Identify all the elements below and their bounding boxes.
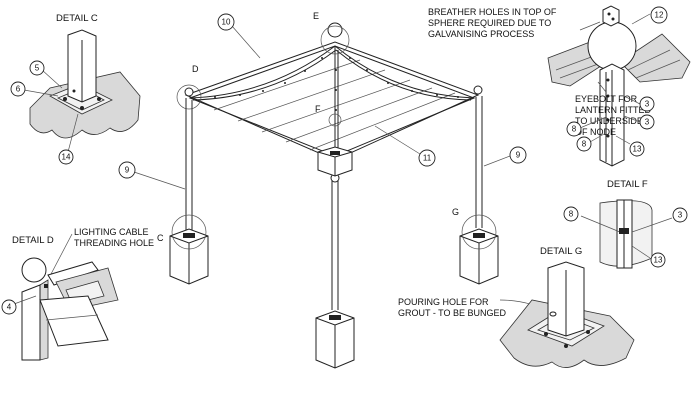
callout-8-lower: 8 xyxy=(582,140,587,149)
detail-d: DETAIL D LIGHTING CABLE THREADING HOLE 4 xyxy=(1,227,154,361)
callout-5: 5 xyxy=(35,64,40,73)
callout-3-upper: 3 xyxy=(645,100,650,109)
detail-d-title: DETAIL D xyxy=(12,235,54,246)
callout-12: 12 xyxy=(655,11,664,20)
callout-13-detail-f: 13 xyxy=(654,256,663,265)
eyebolt-note-line4: OF NODE xyxy=(575,127,616,137)
label-c: C xyxy=(157,233,164,243)
base-left xyxy=(169,214,209,285)
base-back xyxy=(317,146,353,177)
detail-g: DETAIL G POURING HOLE FOR GROUT - TO BE … xyxy=(398,246,635,368)
callout-9-left: 9 xyxy=(125,166,130,175)
detail-e-circle xyxy=(320,25,350,55)
rafter-left xyxy=(189,45,336,99)
callout-8-detail-f: 8 xyxy=(569,210,574,219)
label-f: F xyxy=(315,104,321,114)
detail-e: BREATHER HOLES IN TOP OF SPHERE REQUIRED… xyxy=(428,5,691,167)
base-front xyxy=(315,310,355,369)
label-d: D xyxy=(192,64,199,74)
pouring-note-line1: POURING HOLE FOR xyxy=(398,297,489,307)
base-right xyxy=(459,214,499,285)
breather-note-line2: SPHERE REQUIRED DUE TO xyxy=(428,18,551,28)
callout-10: 10 xyxy=(222,18,231,27)
detail-c-circle xyxy=(171,214,207,250)
callout-9-right: 9 xyxy=(516,151,521,160)
callout-3-lower: 3 xyxy=(645,118,650,127)
callout-4: 4 xyxy=(7,303,12,312)
callout-3-detail-f: 3 xyxy=(678,211,683,220)
callout-14: 14 xyxy=(62,153,71,162)
detail-c: DETAIL C 5 6 14 xyxy=(10,13,141,165)
detail-d-circle xyxy=(176,84,202,110)
detail-f-circle xyxy=(328,113,342,127)
eyebolt-note-line1: EYEBOLT FOR xyxy=(575,94,638,104)
breather-note-line3: GALVANISING PROCESS xyxy=(428,29,534,39)
callout-11: 11 xyxy=(423,154,432,163)
detail-d-sphere xyxy=(21,257,47,283)
rafter-right xyxy=(334,45,475,99)
label-e: E xyxy=(313,11,319,21)
callout-6: 6 xyxy=(16,85,21,94)
breather-note-line1: BREATHER HOLES IN TOP OF xyxy=(428,7,557,17)
callout-13-upper: 13 xyxy=(633,145,642,154)
detail-f-title: DETAIL F xyxy=(607,179,648,190)
pouring-note-line2: GROUT - TO BE BUNGED xyxy=(398,308,507,318)
detail-f: DETAIL F 8 3 13 xyxy=(563,179,688,269)
detail-g-title: DETAIL G xyxy=(540,246,582,257)
gazebo-frame: E D F C G xyxy=(157,11,499,369)
main-callouts: 10 9 9 11 xyxy=(118,13,527,190)
detail-c-title: DETAIL C xyxy=(56,13,98,24)
detail-g-circle xyxy=(461,214,497,250)
detail-e-sphere xyxy=(587,21,637,71)
eyebolt-note-line3: TO UNDERSIDE xyxy=(575,116,643,126)
cable-note-line2: THREADING HOLE xyxy=(74,238,154,248)
eyebolt-note-line2: LANTERN FITTED xyxy=(575,105,652,115)
callout-8-upper: 8 xyxy=(572,125,577,134)
label-g: G xyxy=(452,207,459,217)
cable-note-line1: LIGHTING CABLE xyxy=(74,227,149,237)
